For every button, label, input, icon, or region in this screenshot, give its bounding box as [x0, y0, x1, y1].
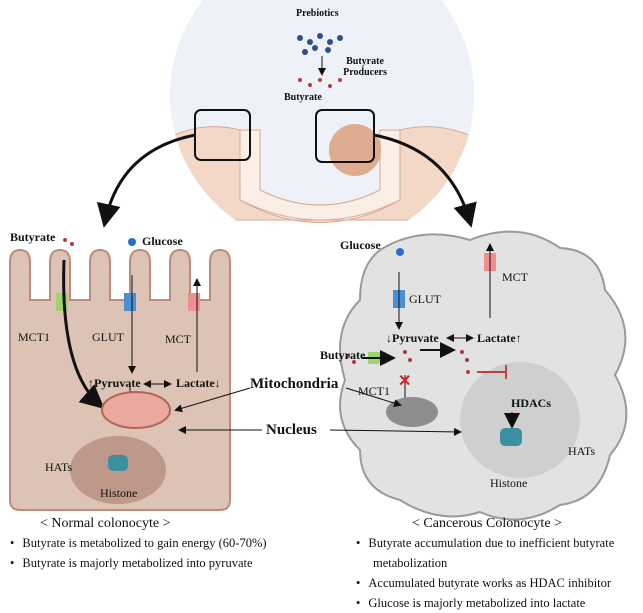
- normal-glut-label: GLUT: [92, 330, 124, 344]
- cancer-bullet-continuation: metabolization: [373, 556, 448, 570]
- cancer-mct1-label: MCT1: [358, 384, 391, 398]
- cancer-bullet: Glucose is majorly metabolized into lact…: [356, 596, 585, 611]
- cancer-hats-label: HATs: [568, 444, 596, 458]
- nucleus-label: Nucleus: [266, 422, 317, 438]
- cancer-lactate-label: Lactate↑: [477, 331, 522, 345]
- normal-title: < Normal colonocyte >: [40, 516, 171, 531]
- mct-transporter-icon: [188, 293, 200, 311]
- prebiotics-label: Prebiotics: [296, 8, 339, 19]
- gut-lumen-illustration: [170, 0, 474, 223]
- cancer-butyrate-label: Butyrate: [320, 348, 366, 362]
- normal-lactate-label: Lactate↓: [176, 376, 221, 390]
- normal-bullet: Butyrate is metabolized to gain energy (…: [10, 536, 266, 551]
- hdacs-label: HDACs: [511, 396, 552, 410]
- normal-histone-label: Histone: [100, 486, 138, 500]
- cancer-glut-label: GLUT: [409, 292, 441, 306]
- glut-transporter-icon: [124, 293, 136, 311]
- normal-hats-label: HATs: [45, 460, 73, 474]
- mitochondria-label: Mitochondria: [250, 376, 339, 392]
- cancer-pyruvate-label: ↓Pyruvate: [386, 331, 439, 345]
- histone-icon: [108, 455, 128, 471]
- svg-text:✕: ✕: [398, 373, 411, 390]
- cancer-nucleus-icon: [460, 362, 580, 478]
- cancer-bullet: Accumulated butyrate works as HDAC inhib…: [356, 576, 611, 591]
- mct1-transporter-icon: [56, 293, 68, 311]
- normal-butyrate-label: Butyrate: [10, 230, 56, 244]
- normal-glucose-label: Glucose: [142, 234, 183, 248]
- cancer-title: < Cancerous Colonocyte >: [412, 516, 562, 531]
- butyrate-dots-icon: [298, 78, 342, 88]
- cancer-bullet: Butyrate accumulation due to inefficient…: [356, 536, 614, 551]
- mitochondria-icon: [101, 391, 171, 429]
- normal-pyruvate-label: ↑Pyruvate: [88, 376, 141, 390]
- butyrate-producers-label: Butyrate Producers: [343, 56, 387, 78]
- cancer-mct-label: MCT: [502, 270, 529, 284]
- normal-mct-label: MCT: [165, 332, 192, 346]
- cancer-histone-label: Histone: [490, 476, 528, 490]
- prebiotics-icon: [297, 33, 343, 55]
- top-butyrate-label: Butyrate: [284, 92, 322, 103]
- normal-mct1-label: MCT1: [18, 330, 51, 344]
- cancer-mitochondria-icon: [386, 397, 438, 427]
- normal-bullet: Butyrate is majorly metabolized into pyr…: [10, 556, 252, 571]
- cancer-glucose-label: Glucose: [340, 238, 381, 252]
